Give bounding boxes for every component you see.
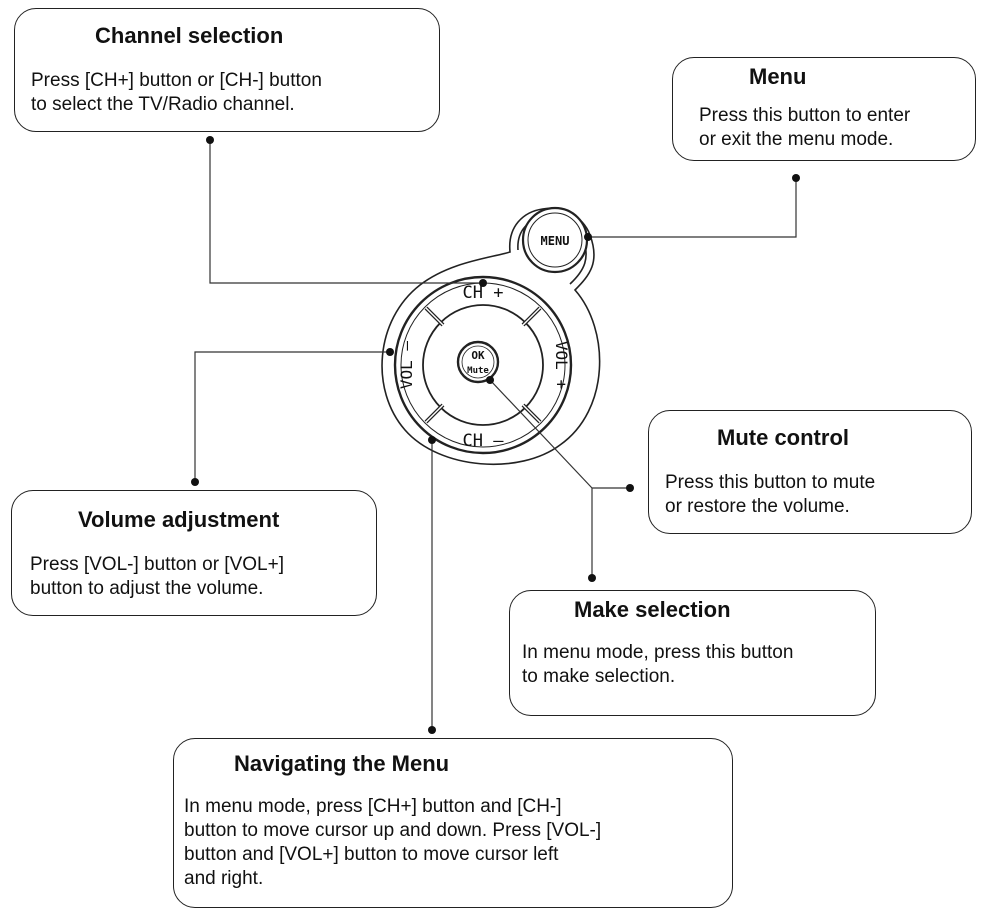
leader-dots [191,136,800,734]
leader-channel [209,140,483,284]
callout-body: Press this button to mute or restore the… [665,472,876,517]
leader-lines [194,140,797,730]
mute-label: Mute [467,366,489,376]
callout-title: Channel selection [95,23,284,48]
callout-body: Press this button to enter or exit the m… [699,105,911,150]
callout-volume-adjustment: Volume adjustment Press [VOL-] button or… [11,490,377,616]
callout-body: Press [CH+] button or [CH-] button to se… [31,70,322,115]
leader-volume [194,351,390,482]
callout-menu: Menu Press this button to enter or exit … [672,57,976,161]
callout-body: Press [VOL-] button or [VOL+] button to … [30,554,284,599]
leader-menu [588,178,797,238]
callout-make-selection: Make selection In menu mode, press this … [509,590,876,716]
callout-navigating-menu: Navigating the Menu In menu mode, press … [173,738,733,908]
ok-label: OK [471,349,485,362]
callout-body: In menu mode, press [CH+] button and [CH… [184,796,602,889]
vol-plus-label: VOL + [552,341,571,389]
leader-mute-diag [489,379,593,489]
callout-mute-control: Mute control Press this button to mute o… [648,410,972,534]
callout-body: In menu mode, press this button to make … [522,642,794,687]
vol-minus-label: VOL — [397,341,416,390]
callout-title: Mute control [717,425,849,450]
callout-title: Volume adjustment [78,507,280,532]
ch-minus-label: CH — [463,431,505,451]
menu-button[interactable]: MENU [521,206,589,274]
callout-title: Menu [749,64,807,89]
menu-button-label: MENU [541,234,570,248]
callout-channel-selection: Channel selection Press [CH+] button or … [14,8,440,132]
ch-plus-label: CH + [463,283,504,303]
callout-title: Make selection [574,597,731,622]
ok-mute-button[interactable]: OK Mute [456,340,500,384]
callout-title: Navigating the Menu [234,751,450,776]
